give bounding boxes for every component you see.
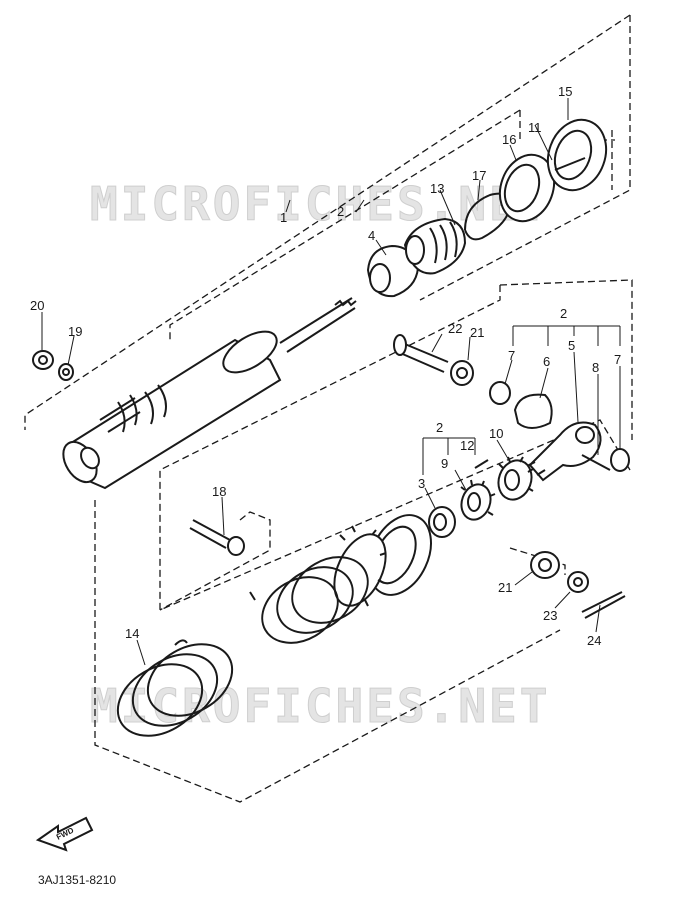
callout-2-top: 2 — [337, 204, 344, 219]
leader-lines — [41, 98, 621, 666]
callout-7-left: 7 — [508, 348, 515, 363]
callout-22: 22 — [448, 321, 462, 336]
callout-1: 1 — [280, 210, 287, 225]
part-5-rod-end — [524, 421, 602, 482]
part-18-bolt — [189, 519, 245, 556]
callout-11: 11 — [528, 120, 542, 135]
callout-16: 16 — [502, 132, 516, 147]
part-24-cotter-pin — [581, 591, 626, 619]
part-8-pin — [581, 454, 611, 471]
callout-14: 14 — [125, 626, 139, 641]
part-20-nut — [32, 350, 54, 370]
part-6-bushing — [513, 393, 553, 429]
part-15-washer — [546, 118, 608, 192]
callout-19: 19 — [68, 324, 82, 339]
callout-4: 4 — [368, 228, 375, 243]
part-19-washer — [58, 363, 74, 381]
part-21-collar-bottom — [530, 551, 560, 579]
callout-5: 5 — [568, 338, 575, 353]
callout-8: 8 — [592, 360, 599, 375]
callout-2-right: 2 — [560, 306, 567, 321]
callout-labels: 1 2 4 13 17 16 11 15 20 19 22 21 2 7 6 5… — [30, 84, 621, 648]
fwd-arrow-icon: FWD — [35, 816, 94, 852]
callout-18: 18 — [212, 484, 226, 499]
part-23-washer — [567, 571, 589, 593]
assembly-outline — [24, 14, 633, 803]
part-12-pin — [474, 459, 489, 469]
spring-seat-lower — [333, 514, 432, 607]
part-14-spring — [116, 639, 234, 737]
callout-10: 10 — [489, 426, 503, 441]
part-4-bump-stopper — [366, 244, 420, 298]
callout-6: 6 — [543, 354, 550, 369]
callout-21-bottom: 21 — [498, 580, 512, 595]
diagram-code: 3AJ1351-8210 — [38, 873, 116, 887]
part-16-spring-seat — [498, 153, 556, 223]
watermark-top: MICROFICHES.NET — [90, 177, 550, 231]
part-22-bolt — [393, 334, 449, 373]
part-1-shock-absorber — [62, 297, 357, 490]
callout-2-middle: 2 — [436, 420, 443, 435]
callout-12: 12 — [460, 438, 474, 453]
callout-3: 3 — [418, 476, 425, 491]
spring-inner — [249, 556, 369, 644]
part-13-adjuster — [403, 217, 467, 275]
part-7-collar-right — [610, 448, 630, 472]
callout-15: 15 — [558, 84, 572, 99]
callout-13: 13 — [430, 181, 444, 196]
part-11-pin — [554, 157, 586, 171]
callout-9: 9 — [441, 456, 448, 471]
part-21-collar-top — [450, 360, 474, 386]
part-9-ring — [460, 479, 496, 521]
part-10-locknut — [497, 456, 534, 501]
part-7-collar-left — [489, 381, 511, 405]
callout-21-top: 21 — [470, 325, 484, 340]
callout-24: 24 — [587, 633, 601, 648]
part-3-nut — [428, 506, 456, 538]
callout-7-right: 7 — [614, 352, 621, 367]
callout-23: 23 — [543, 608, 557, 623]
watermark-bottom: MICROFICHES.NET — [90, 679, 550, 733]
callout-20: 20 — [30, 298, 44, 313]
callout-17: 17 — [472, 168, 486, 183]
